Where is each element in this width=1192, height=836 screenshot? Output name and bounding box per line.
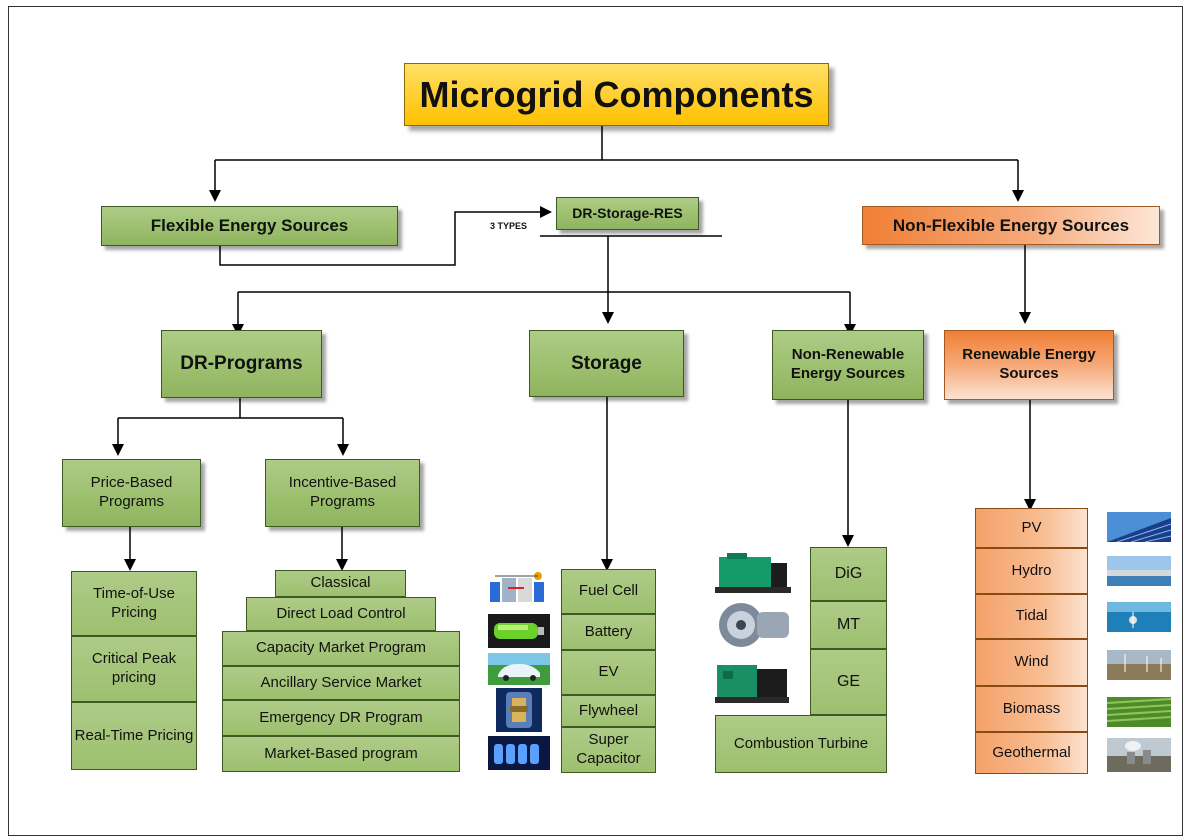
dr-storage-res-box: DR-Storage-RES	[556, 197, 699, 230]
list-item-direct-load-control: Direct Load Control	[246, 597, 436, 631]
incentive-based-programs-box: Incentive-Based Programs	[265, 459, 420, 527]
list-item-capacity-market: Capacity Market Program	[222, 631, 460, 666]
list-item-time-of-use: Time-of-Use Pricing	[71, 571, 197, 636]
list-item-pv: PV	[975, 508, 1088, 548]
non-flexible-energy-sources-box: Non-Flexible Energy Sources	[862, 206, 1160, 245]
list-item-hydro: Hydro	[975, 548, 1088, 594]
battery-icon	[488, 614, 550, 648]
list-item-ancillary-service: Ancillary Service Market	[222, 666, 460, 700]
list-item-combustion-turbine: Combustion Turbine	[715, 715, 887, 773]
dr-programs-box: DR-Programs	[161, 330, 322, 398]
hydro-dam-photo	[1107, 556, 1171, 586]
biomass-field-photo	[1106, 697, 1172, 727]
fuel-cell-diagram-icon	[488, 570, 550, 608]
non-renewable-energy-sources-box: Non-Renewable Energy Sources	[772, 330, 924, 400]
list-item-super-capacitor: Super Capacitor	[561, 727, 656, 773]
list-item-battery: Battery	[561, 614, 656, 650]
list-item-market-based: Market-Based program	[222, 736, 460, 772]
list-item-classical: Classical	[275, 570, 406, 597]
price-based-programs-box: Price-Based Programs	[62, 459, 201, 527]
page-title: Microgrid Components	[404, 63, 829, 126]
list-item-biomass: Biomass	[975, 686, 1088, 732]
list-item-real-time: Real-Time Pricing	[71, 702, 197, 770]
flexible-energy-sources-box: Flexible Energy Sources	[101, 206, 398, 246]
list-item-ge: GE	[810, 649, 887, 715]
solar-panel-photo	[1107, 512, 1172, 543]
three-types-label: 3 TYPES	[490, 221, 528, 232]
supercapacitor-icon	[488, 736, 550, 770]
list-item-ev: EV	[561, 650, 656, 695]
wind-farm-photo	[1107, 650, 1171, 680]
list-item-geothermal: Geothermal	[975, 732, 1088, 774]
list-item-fuel-cell: Fuel Cell	[561, 569, 656, 614]
list-item-tidal: Tidal	[975, 594, 1088, 639]
tidal-turbine-photo	[1107, 602, 1171, 632]
list-item-flywheel: Flywheel	[561, 695, 656, 727]
electric-vehicle-icon	[488, 653, 550, 685]
list-item-critical-peak: Critical Peak pricing	[71, 636, 197, 702]
list-item-dig: DiG	[810, 547, 887, 601]
gas-engine-icon	[713, 657, 793, 707]
storage-box: Storage	[529, 330, 684, 397]
diesel-generator-icon	[713, 549, 793, 597]
microturbine-icon	[713, 600, 793, 650]
list-item-wind: Wind	[975, 639, 1088, 686]
list-item-emergency-dr: Emergency DR Program	[222, 700, 460, 736]
geothermal-plant-photo	[1107, 738, 1171, 772]
list-item-mt: MT	[810, 601, 887, 649]
flywheel-icon	[496, 688, 542, 732]
renewable-energy-sources-box: Renewable Energy Sources	[944, 330, 1114, 400]
